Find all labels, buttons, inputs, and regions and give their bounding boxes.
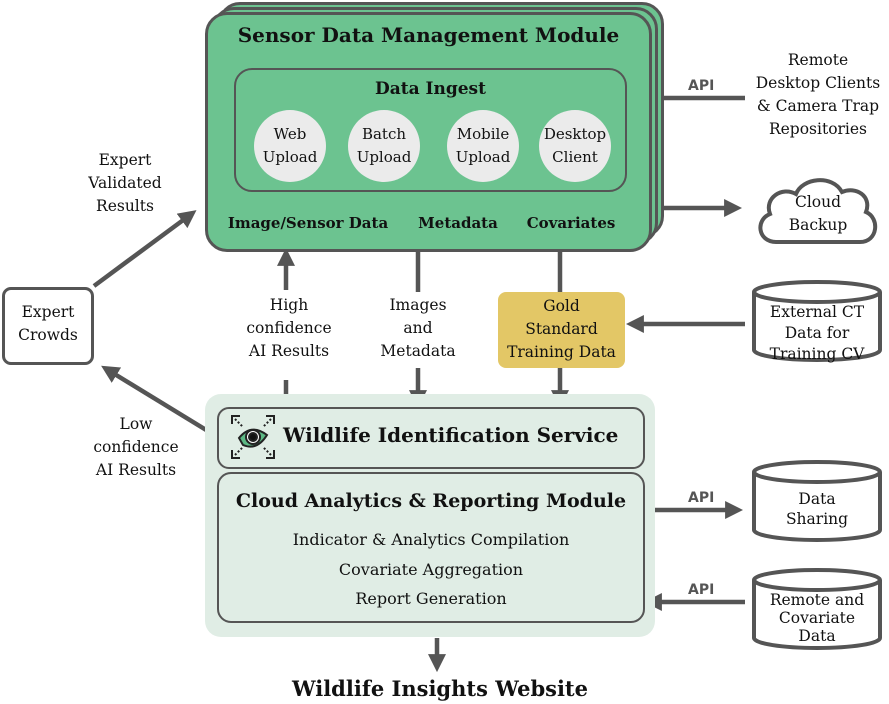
external-ct-label: External CT Data for Training CV xyxy=(769,303,865,363)
api-label-data-sharing: API xyxy=(688,490,715,506)
api-label-remote-clients: API xyxy=(688,78,715,94)
data-sharing-label: Data Sharing xyxy=(785,490,849,528)
cloud-shape xyxy=(758,178,877,244)
eye-scan-icon xyxy=(231,415,275,459)
expert-crowds-label: Expert Crowds xyxy=(18,303,78,344)
cylinder-remote-covariate xyxy=(752,580,882,650)
expert-crowds-box xyxy=(2,287,94,365)
remote-covariate-label: Remote and Covariate Data xyxy=(769,591,865,645)
analytics-module-box xyxy=(217,472,645,623)
data-ingest-title: Data Ingest xyxy=(375,79,486,99)
website-title: Wildlife Insights Website xyxy=(292,676,588,701)
cylinder-data-sharing xyxy=(752,472,882,542)
expert-validated-results-label: Expert Validated Results xyxy=(88,151,162,215)
api-label-remote-covariate: API xyxy=(688,582,715,598)
output-image-sensor-data: Image/Sensor Data xyxy=(227,214,389,232)
analytics-module-title: Cloud Analytics & Reporting Module xyxy=(235,490,627,512)
cylinder-external-ct xyxy=(752,292,882,362)
analytics-item: Report Generation xyxy=(355,589,507,608)
high-confidence-label: High confidence AI Results xyxy=(246,296,332,360)
cloud-backup-label: Cloud Backup xyxy=(788,193,848,234)
sensor-module-title: Sensor Data Management Module xyxy=(237,23,620,47)
images-metadata-label: Images and Metadata xyxy=(380,296,456,360)
low-confidence-label: Low confidence AI Results xyxy=(93,415,179,479)
wildlife-id-service-box xyxy=(217,407,645,469)
remote-desktop-clients-label: Remote Desktop Clients & Camera Trap Rep… xyxy=(755,51,881,138)
arrow-low-confidence xyxy=(101,365,218,438)
wildlife-id-service-title: Wildlife Identification Service xyxy=(283,423,619,447)
gold-standard-box xyxy=(498,292,625,368)
analytics-item: Indicator & Analytics Compilation xyxy=(292,530,570,549)
arrow-expert-validated xyxy=(92,210,197,288)
gold-standard-label: Gold Standard Training Data xyxy=(507,297,616,361)
analytics-item: Covariate Aggregation xyxy=(338,560,524,579)
output-covariates: Covariates xyxy=(526,214,616,232)
output-metadata: Metadata xyxy=(418,214,498,232)
